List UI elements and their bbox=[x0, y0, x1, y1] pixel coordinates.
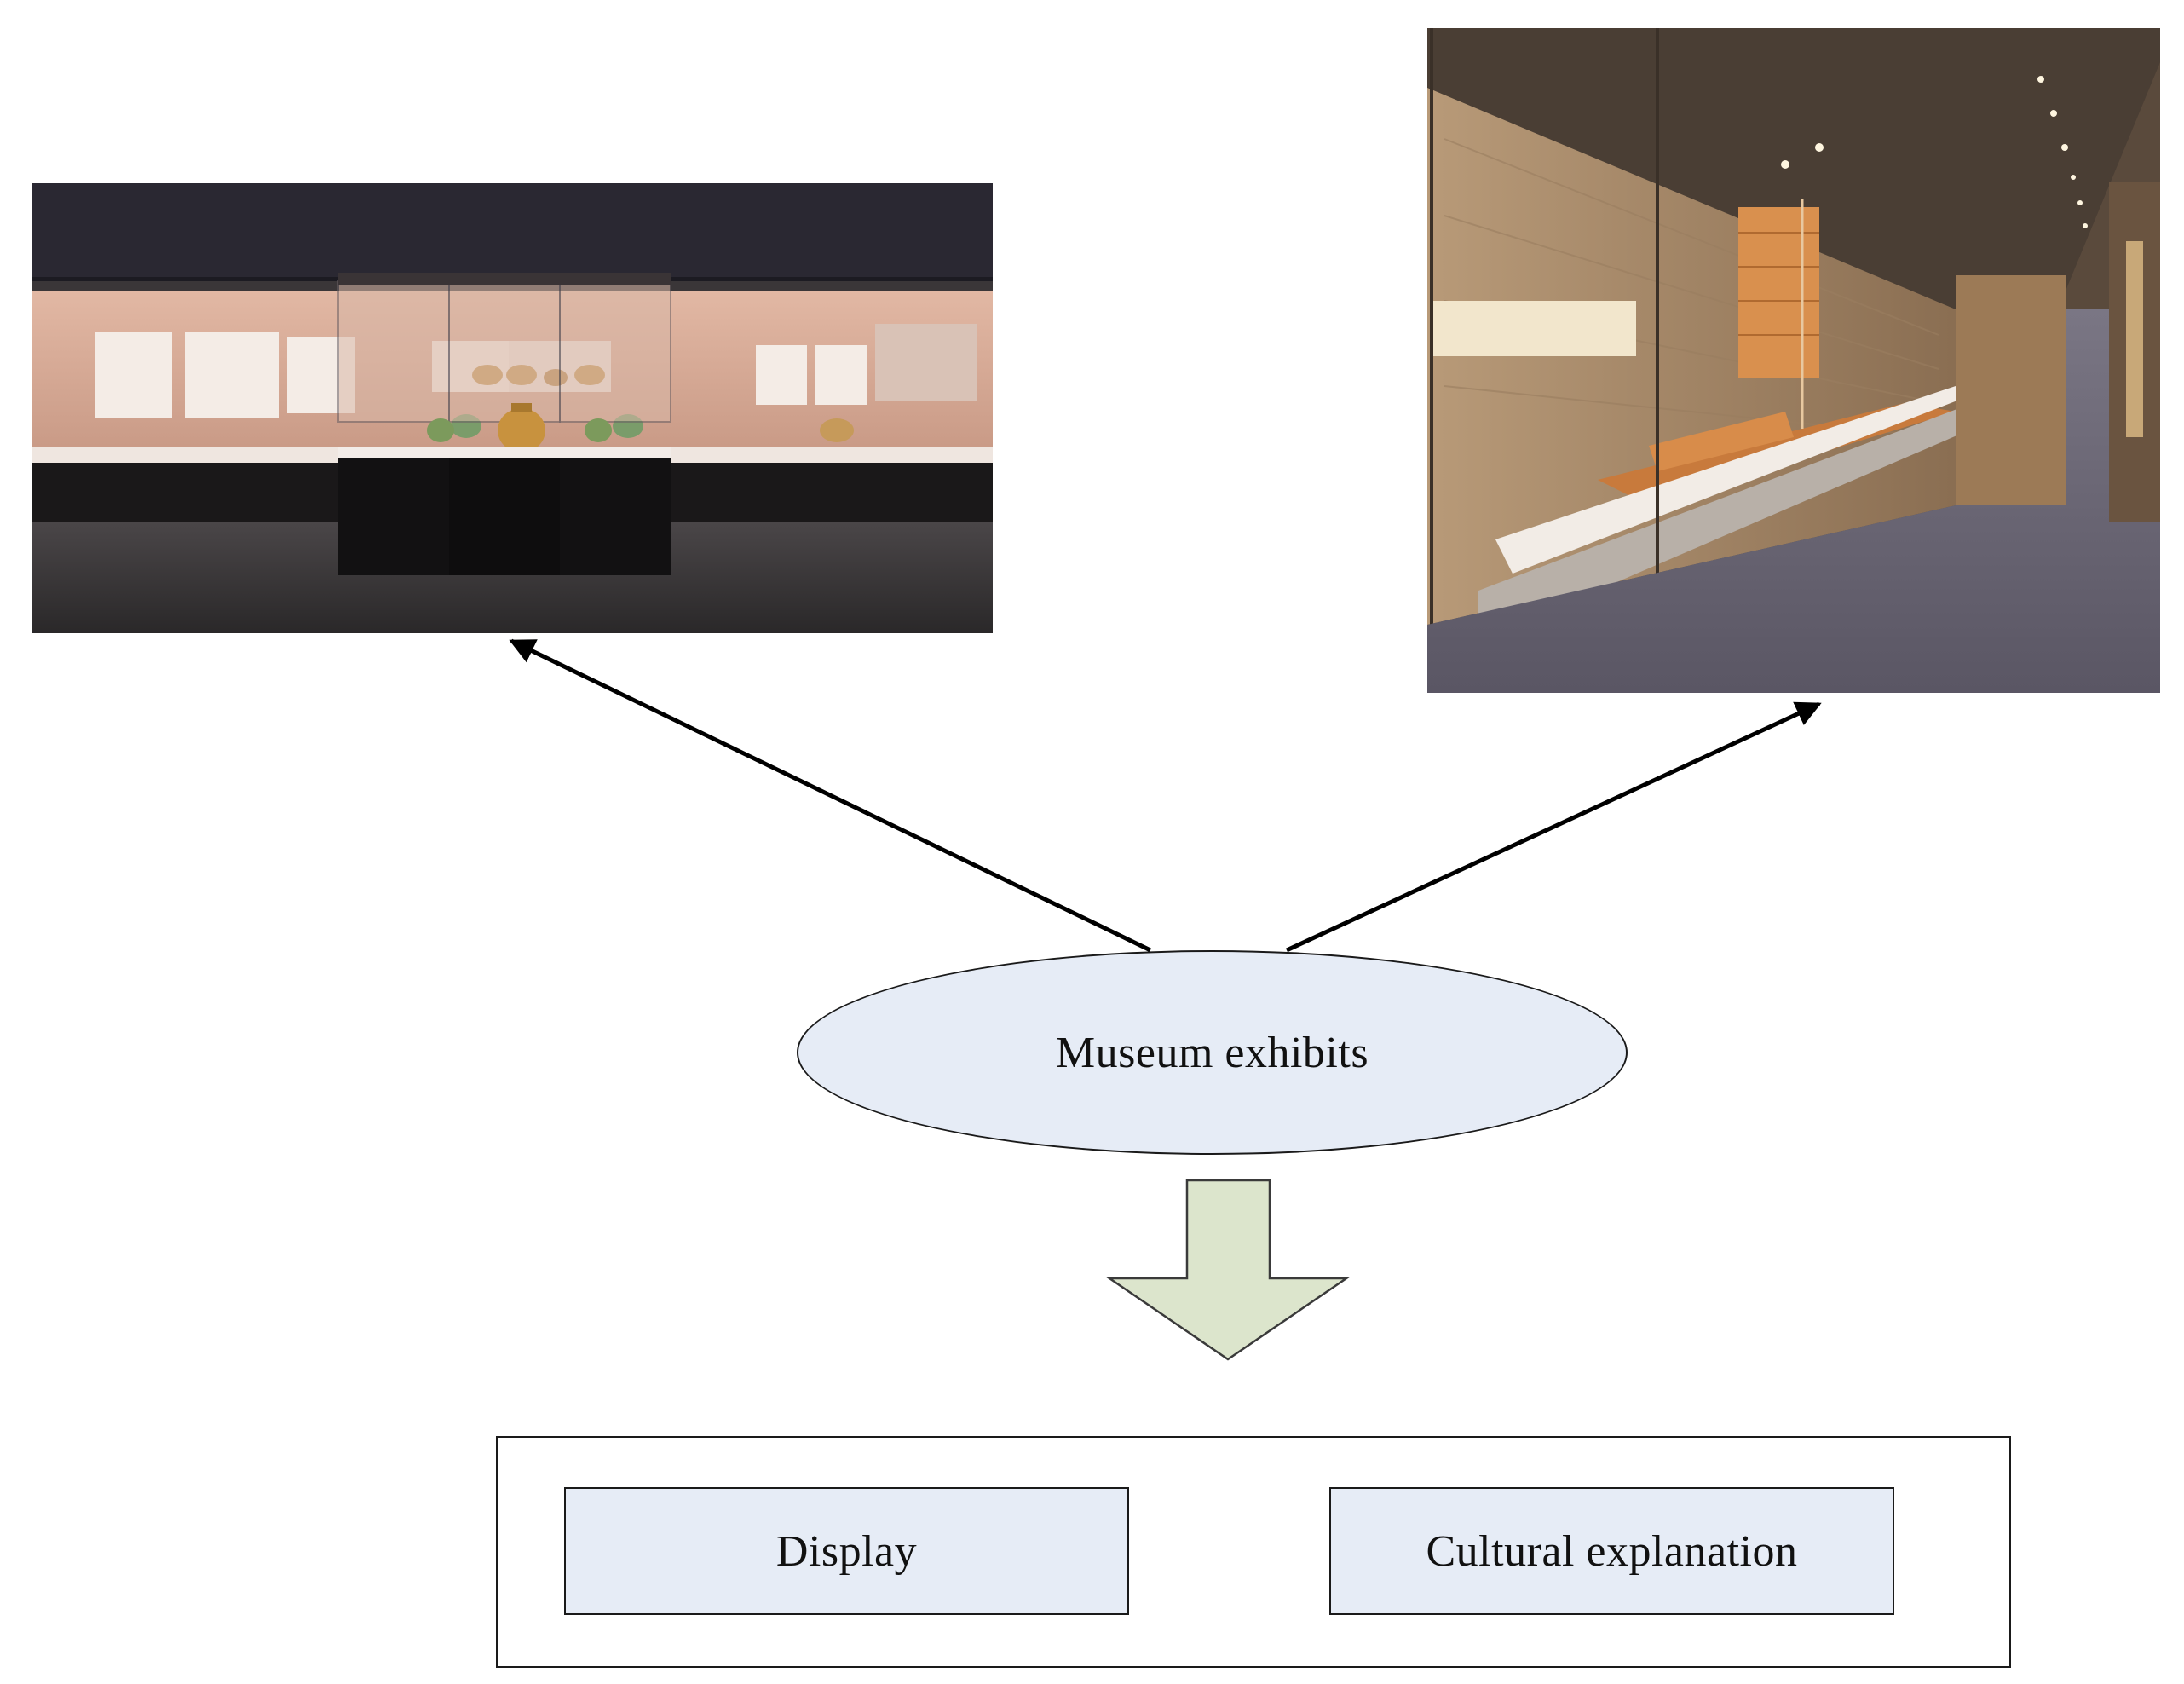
display-node: Display bbox=[564, 1487, 1129, 1615]
museum-gallery-photo bbox=[32, 183, 993, 633]
block-arrow-down bbox=[1105, 1179, 1351, 1361]
arrow-to-corridor-photo bbox=[1285, 701, 1822, 953]
cultural-explanation-label: Cultural explanation bbox=[1426, 1526, 1798, 1576]
museum-exhibits-node: Museum exhibits bbox=[797, 950, 1628, 1155]
gallery-illustration bbox=[32, 183, 993, 633]
display-label: Display bbox=[775, 1526, 918, 1576]
arrow-to-gallery-photo bbox=[509, 638, 1152, 953]
museum-exhibits-label: Museum exhibits bbox=[1055, 1028, 1369, 1077]
corridor-illustration bbox=[1427, 28, 2160, 693]
cultural-explanation-node: Cultural explanation bbox=[1329, 1487, 1894, 1615]
museum-corridor-photo bbox=[1427, 28, 2160, 693]
